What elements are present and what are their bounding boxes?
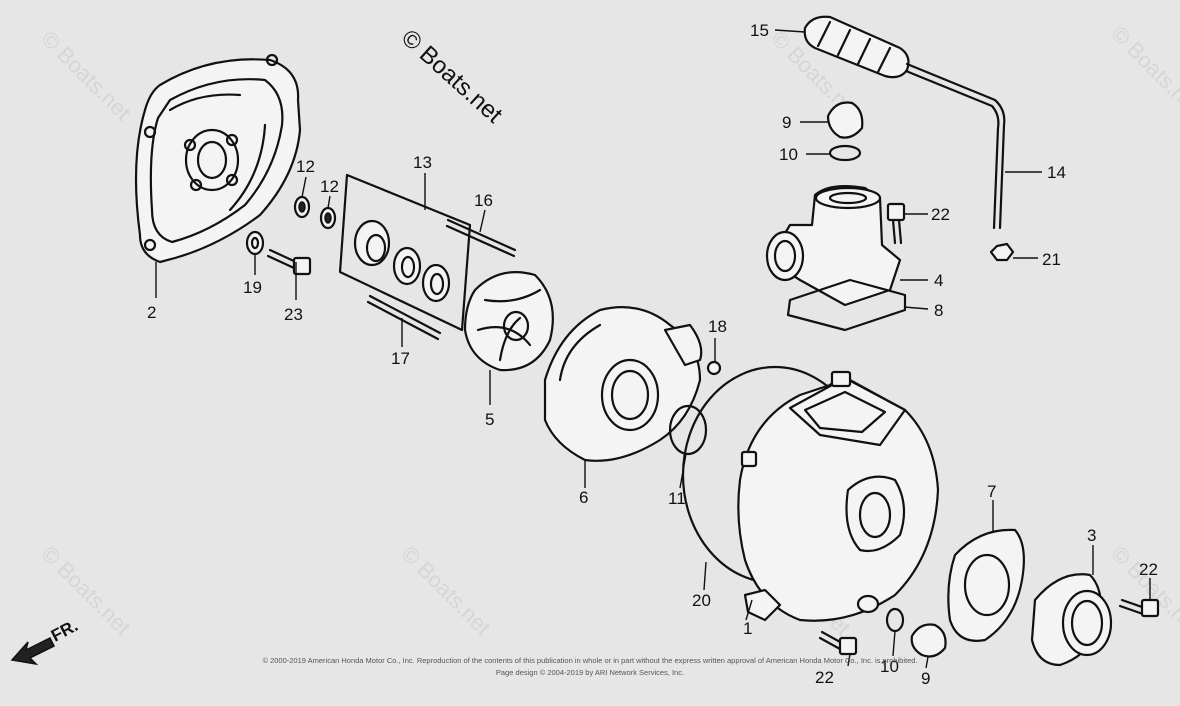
part-3-valve-cover: [1030, 573, 1113, 667]
callout-1: 1: [743, 619, 752, 638]
part-11-o-ring: [668, 404, 708, 456]
callout-8: 8: [934, 301, 943, 320]
front-direction-indicator: FR.: [10, 616, 81, 666]
callout-5: 5: [485, 410, 494, 429]
part-23-bolt: [266, 248, 312, 276]
part-22-bolt-upper: [886, 202, 906, 245]
callout-3: 3: [1087, 526, 1096, 545]
callout-17: 17: [391, 349, 410, 368]
watermark-faint: © Boats.net: [396, 541, 495, 640]
callout-12: 12: [320, 177, 339, 196]
part-10-washer-upper: [828, 144, 862, 162]
watermark-main: © Boats.net: [396, 24, 508, 128]
part-18-bolt: [706, 360, 722, 376]
part-16-stud: [445, 218, 517, 258]
copyright-line-1: © 2000-2019 American Honda Motor Co., In…: [262, 656, 917, 665]
part-1-pump-casing: [737, 370, 940, 622]
callout-2: 2: [147, 303, 156, 322]
front-arrow-icon: [10, 636, 56, 666]
part-6-volute: [543, 306, 703, 462]
part-9-plug-lower: [910, 623, 947, 658]
part-7-gasket: [947, 528, 1025, 642]
callout-11: 11: [668, 489, 686, 508]
callout-12: 12: [296, 157, 315, 176]
callout-20: 20: [692, 591, 711, 610]
part-4-elbow: [765, 185, 902, 307]
callout-4: 4: [934, 271, 943, 290]
callout-16: 16: [474, 191, 493, 210]
part-8-gasket: [786, 278, 907, 332]
part-17-stud: [366, 294, 442, 341]
callout-21: 21: [1042, 250, 1061, 269]
watermark-faint: © Boats.net: [36, 26, 135, 125]
part-9-plug-upper: [826, 101, 864, 139]
front-label: FR.: [48, 616, 81, 646]
part-15-grip: [803, 15, 910, 79]
callout-9: 9: [782, 113, 791, 132]
copyright-footer: © 2000-2019 American Honda Motor Co., In…: [262, 656, 917, 677]
part-5-impeller: [463, 271, 554, 372]
part-19-washer: [245, 230, 265, 256]
callout-7: 7: [987, 482, 996, 501]
callout-22: 22: [1139, 560, 1158, 579]
callout-23: 23: [284, 305, 303, 324]
callout-14: 14: [1047, 163, 1066, 182]
callout-22: 22: [931, 205, 950, 224]
leader-lines: [155, 29, 1151, 669]
part-22-bolt-lower: [818, 630, 858, 656]
callout-9: 9: [921, 669, 930, 688]
part-22-bolt-right: [1118, 598, 1160, 618]
watermark-faint: © Boats.net: [1106, 21, 1180, 120]
copyright-line-2: Page design © 2004-2019 by ARI Network S…: [496, 668, 684, 677]
watermark-faint: © Boats.net: [1106, 541, 1180, 640]
watermark-faint: © Boats.net: [36, 541, 135, 640]
callout-labels: 2 12 12 13 16 19 23 17 5 6 11 18 20 1 15…: [147, 21, 1158, 688]
callout-15: 15: [750, 21, 769, 40]
part-13-seal-kit: [338, 173, 472, 332]
callout-18: 18: [708, 317, 727, 336]
callout-10: 10: [779, 145, 798, 164]
callout-19: 19: [243, 278, 262, 297]
part-14-handle-rod: [904, 62, 1006, 230]
callout-22: 22: [815, 668, 834, 687]
part-2-cover-plate: [134, 53, 302, 264]
callout-6: 6: [579, 488, 588, 507]
part-10-washer-lower: [885, 607, 905, 633]
part-12-seals: [293, 195, 337, 230]
callout-13: 13: [413, 153, 432, 172]
callout-10: 10: [880, 657, 899, 676]
part-21-nut: [989, 242, 1015, 262]
